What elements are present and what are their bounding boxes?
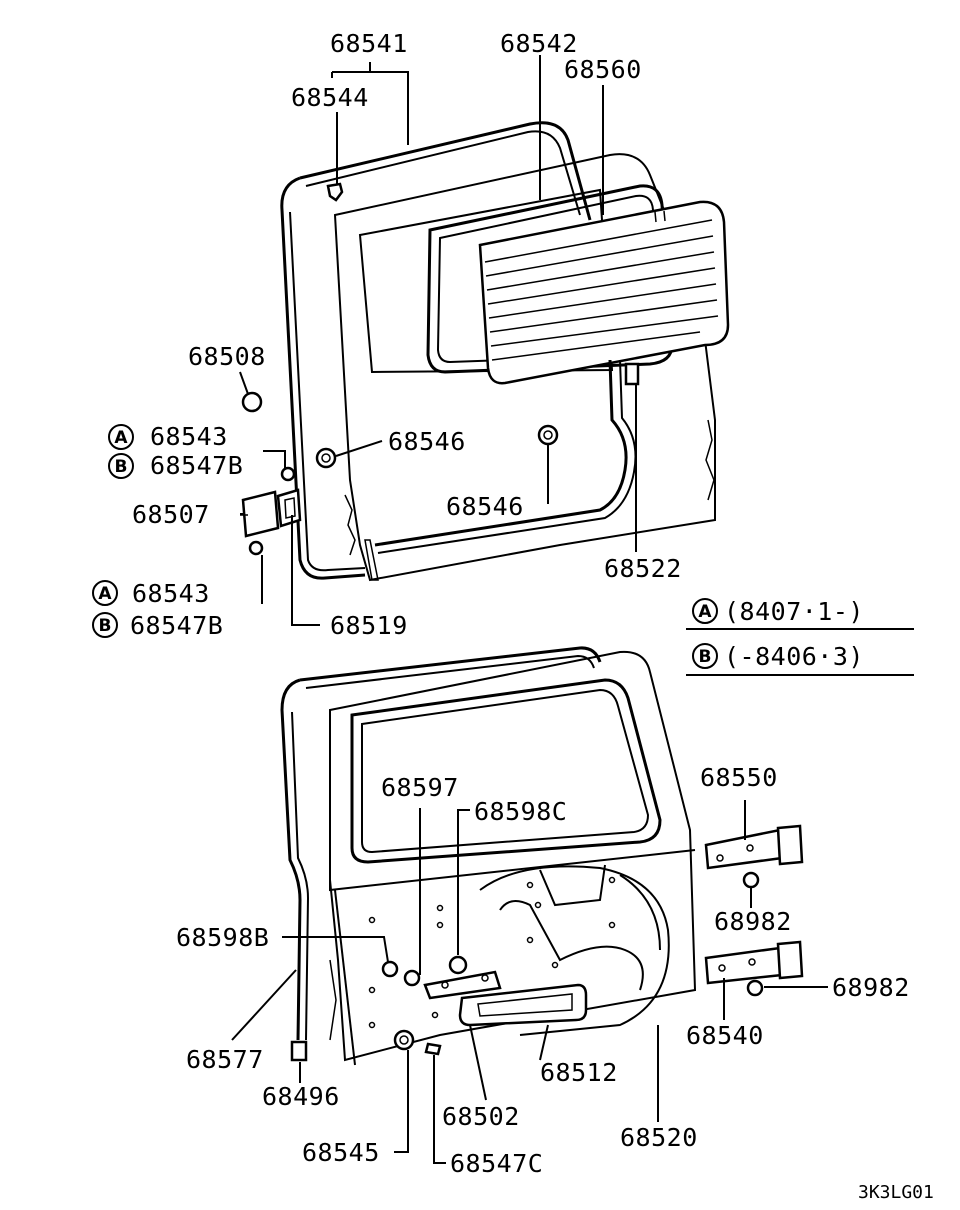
label-68547B-top: 68547B xyxy=(150,451,243,480)
label-68502: 68502 xyxy=(442,1102,520,1131)
grommet-68546-right xyxy=(537,424,559,446)
label-68512: 68512 xyxy=(540,1058,618,1087)
label-68541: 68541 xyxy=(330,29,408,58)
label-68560: 68560 xyxy=(564,55,642,84)
legend-marker-a xyxy=(692,598,718,624)
plug-68508 xyxy=(241,391,263,413)
glass-frame-68542 xyxy=(426,184,674,374)
label-68507: 68507 xyxy=(132,500,210,529)
defogger-lines xyxy=(484,219,719,361)
marker-a-bottom-letter: A xyxy=(98,584,112,604)
bolt-68982-right xyxy=(746,979,764,997)
lock-68502 xyxy=(423,970,502,1000)
label-68544: 68544 xyxy=(291,83,369,112)
grommet-68546-left xyxy=(315,447,337,469)
leader-lines-lower xyxy=(231,800,828,1164)
marker-b-top xyxy=(108,453,134,479)
label-68550: 68550 xyxy=(700,763,778,792)
marker-b-bottom xyxy=(92,612,118,638)
glass-68560 xyxy=(478,200,730,385)
cylinder-68545 xyxy=(393,1029,415,1051)
hinge-68519 xyxy=(276,488,302,528)
label-68546-left: 68546 xyxy=(388,427,466,456)
weatherstrip-68541 xyxy=(280,176,366,580)
marker-a-bottom xyxy=(92,580,118,606)
label-68598C: 68598C xyxy=(474,797,567,826)
label-68982-top: 68982 xyxy=(714,907,792,936)
stopper-68496 xyxy=(290,1040,308,1062)
label-68543-top: 68543 xyxy=(150,422,228,451)
lower-door-assembly xyxy=(280,646,804,1066)
label-68508: 68508 xyxy=(188,342,266,371)
label-68547C: 68547C xyxy=(450,1149,543,1178)
label-68520: 68520 xyxy=(620,1123,698,1152)
leader-lines-upper xyxy=(239,55,637,626)
bolt-upper xyxy=(280,466,296,482)
panel-holes xyxy=(368,876,616,1029)
grommet-68598C xyxy=(448,955,468,975)
legend-b-text: (-8406·3) xyxy=(724,642,864,671)
grommet-68597 xyxy=(403,969,421,987)
legend: A (8407·1-) B (-8406·3) xyxy=(686,597,914,676)
screw-68547C xyxy=(424,1042,442,1056)
part-labels: 68541 68542 68560 68544 68508 A 68543 B … xyxy=(92,29,934,1203)
label-68540: 68540 xyxy=(686,1021,764,1050)
figure-code: 3K3LG01 xyxy=(858,1182,934,1203)
label-68519: 68519 xyxy=(330,611,408,640)
bolt-lower xyxy=(248,540,264,556)
label-68982-right: 68982 xyxy=(832,973,910,1002)
spare-tire-panel xyxy=(479,865,670,1036)
marker-b-bottom-letter: B xyxy=(99,616,112,636)
label-68545: 68545 xyxy=(302,1138,380,1167)
label-68547B-bottom: 68547B xyxy=(130,611,223,640)
grommet-68598B xyxy=(381,960,399,978)
marker-a-top xyxy=(108,424,134,450)
legend-marker-b xyxy=(692,643,718,669)
label-68543-bottom: 68543 xyxy=(132,579,210,608)
legend-b-letter: B xyxy=(699,647,712,667)
hinge-68507 xyxy=(241,490,280,538)
label-68546-right: 68546 xyxy=(446,492,524,521)
label-68597: 68597 xyxy=(381,773,459,802)
label-68496: 68496 xyxy=(262,1082,340,1111)
clip-68544 xyxy=(326,182,344,202)
hinge-68540 xyxy=(704,946,784,985)
label-68522: 68522 xyxy=(604,554,682,583)
label-68542: 68542 xyxy=(500,29,578,58)
bolt-68982-upper xyxy=(742,871,760,889)
upper-door-assembly xyxy=(240,121,730,582)
door-panel-upper xyxy=(333,153,716,582)
legend-a-letter: A xyxy=(698,602,712,622)
door-outer-68520 xyxy=(329,650,697,1062)
marker-b-top-letter: B xyxy=(115,457,128,477)
marker-a-top-letter: A xyxy=(114,428,128,448)
stopper-68522 xyxy=(624,362,640,386)
label-68577: 68577 xyxy=(186,1045,264,1074)
legend-a-text: (8407·1-) xyxy=(724,597,864,626)
weatherstrip-68577 xyxy=(299,646,602,682)
label-68598B: 68598B xyxy=(176,923,269,952)
